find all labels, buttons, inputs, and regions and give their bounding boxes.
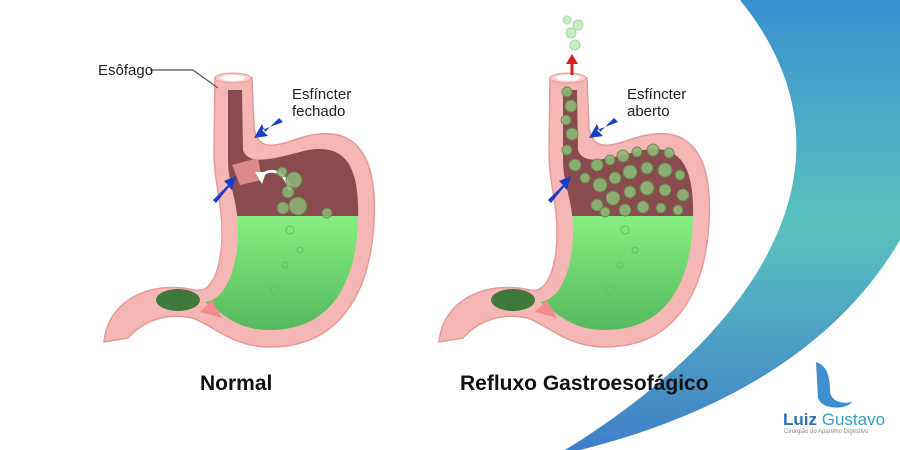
logo-last-name: Gustavo bbox=[821, 410, 886, 429]
label-line: fechado bbox=[292, 103, 346, 120]
logo-subtitle: Cirurgião do Aparelho Digestivo bbox=[784, 429, 869, 435]
logo-first-name: Luiz bbox=[783, 410, 817, 429]
stomach-normal bbox=[104, 69, 380, 347]
caption-normal: Normal bbox=[200, 372, 273, 395]
caption-reflux: Refluxo Gastroesofágico bbox=[460, 372, 709, 395]
label-line: Esfíncter bbox=[292, 86, 352, 103]
decorative-band bbox=[565, 0, 900, 450]
logo-name: Luiz Gustavo bbox=[783, 410, 885, 430]
sphincter-arrows-normal bbox=[213, 118, 283, 203]
label-esophagus: Esôfago bbox=[98, 62, 154, 79]
logo-mark bbox=[816, 362, 852, 408]
stomach-reflux bbox=[439, 15, 715, 347]
label-sphincter-closed: Esfíncter fechado bbox=[292, 86, 351, 120]
label-sphincter-open: Esfíncter aberto bbox=[627, 86, 686, 120]
label-line: Esfíncter bbox=[627, 86, 687, 103]
label-line: aberto bbox=[627, 103, 670, 120]
sphincter-arrows-reflux bbox=[548, 118, 618, 203]
